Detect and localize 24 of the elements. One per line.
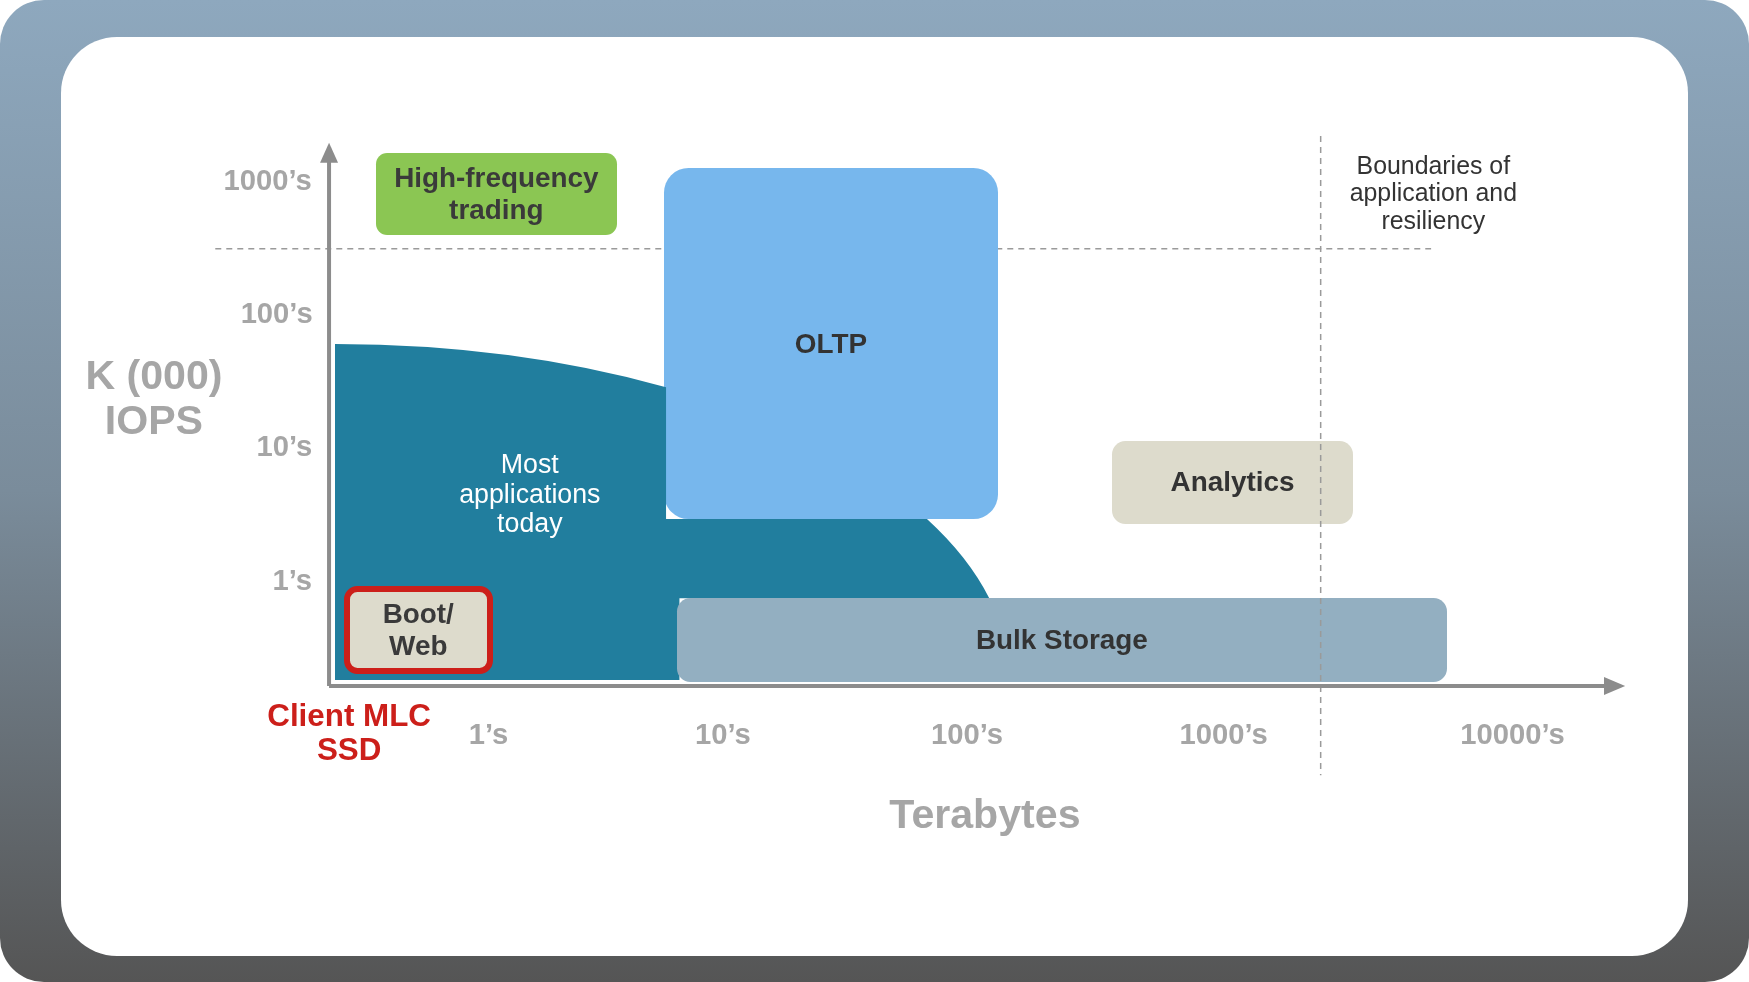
node-label: Boot/ Web — [382, 597, 454, 662]
tick-label: 10’s — [256, 430, 313, 463]
tick-label: 1’s — [272, 563, 312, 597]
tick-label: 10000’s — [1460, 717, 1565, 750]
category-box — [663, 168, 999, 519]
highlight-box — [343, 585, 493, 674]
category-box — [375, 152, 617, 236]
tick-label: 1000’s — [223, 163, 312, 196]
tick-label: 100’s — [240, 297, 313, 330]
axis-title: K (000) IOPS — [84, 353, 224, 444]
node-label: Most applications today — [458, 449, 602, 539]
axis-title: Terabytes — [889, 792, 1081, 838]
category-box — [1112, 440, 1353, 525]
node-label: Bulk Storage — [975, 623, 1148, 656]
node-label: Analytics — [1170, 466, 1295, 499]
tick-label: 1000’s — [1179, 717, 1268, 750]
annotation-text: Boundaries of application and resiliency — [1348, 151, 1518, 235]
tick-label: 100’s — [931, 717, 1004, 750]
tick-label: 10’s — [694, 717, 751, 750]
node-label: OLTP — [794, 327, 868, 360]
node-label: High-frequency trading — [393, 162, 600, 227]
category-box — [677, 597, 1447, 682]
callout-text: Client MLC SSD — [266, 698, 432, 768]
tick-label: 1’s — [468, 717, 509, 750]
